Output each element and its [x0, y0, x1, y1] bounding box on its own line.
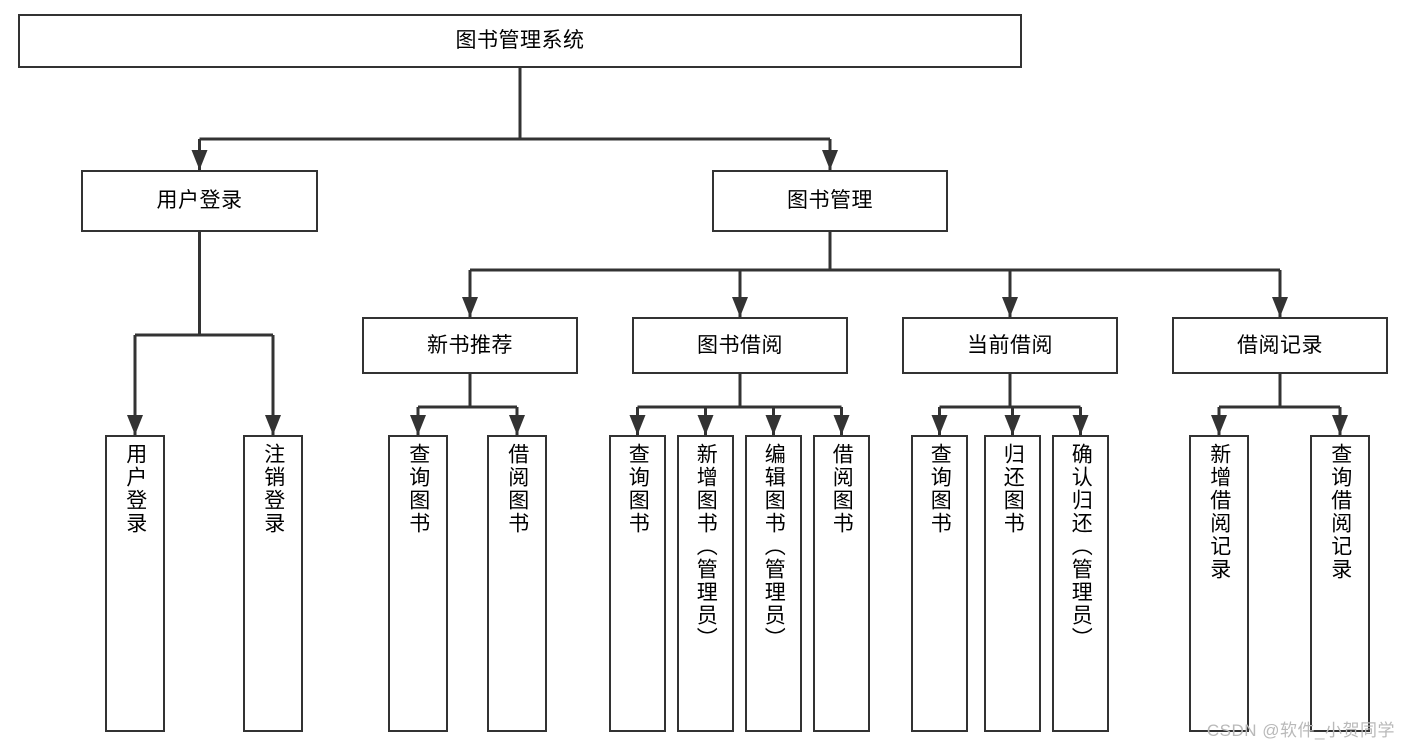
node-leaf-cur-2[interactable]: 归还图书	[984, 435, 1041, 732]
node-label: 借阅图书	[830, 443, 854, 535]
node-leaf-bor-4[interactable]: 借阅图书	[813, 435, 870, 732]
node-label: 新增借阅记录	[1207, 443, 1231, 581]
node-leaf-new-1[interactable]: 查询图书	[388, 435, 448, 732]
node-leaf-login-2[interactable]: 注销登录	[243, 435, 303, 732]
node-leaf-login-1[interactable]: 用户登录	[105, 435, 165, 732]
node-label: 查询图书	[928, 443, 952, 535]
node-label: 查询图书	[626, 443, 650, 535]
node-leaf-new-2[interactable]: 借阅图书	[487, 435, 547, 732]
node-leaf-bor-1[interactable]: 查询图书	[609, 435, 666, 732]
node-newbook[interactable]: 新书推荐	[362, 317, 578, 374]
node-label: 查询借阅记录	[1328, 443, 1352, 581]
node-label: 编辑图书（管理员）	[762, 443, 786, 650]
node-login[interactable]: 用户登录	[81, 170, 318, 232]
node-leaf-bor-3[interactable]: 编辑图书（管理员）	[745, 435, 802, 732]
node-leaf-rec-1[interactable]: 新增借阅记录	[1189, 435, 1249, 732]
node-leaf-cur-3[interactable]: 确认归还（管理员）	[1052, 435, 1109, 732]
node-records[interactable]: 借阅记录	[1172, 317, 1388, 374]
node-label: 归还图书	[1001, 443, 1025, 535]
node-root[interactable]: 图书管理系统	[18, 14, 1022, 68]
node-current[interactable]: 当前借阅	[902, 317, 1118, 374]
node-bookmgmt[interactable]: 图书管理	[712, 170, 948, 232]
node-label: 图书管理系统	[455, 29, 585, 53]
node-label: 借阅图书	[505, 443, 529, 535]
node-label: 用户登录	[123, 443, 147, 535]
node-label: 图书管理	[787, 189, 873, 213]
node-leaf-rec-2[interactable]: 查询借阅记录	[1310, 435, 1370, 732]
node-label: 新书推荐	[427, 333, 513, 357]
node-label: 当前借阅	[967, 333, 1053, 357]
node-label: 确认归还（管理员）	[1069, 443, 1093, 650]
node-label: 注销登录	[261, 443, 285, 535]
node-label: 查询图书	[406, 443, 430, 535]
node-label: 新增图书（管理员）	[694, 443, 718, 650]
node-label: 用户登录	[156, 189, 243, 213]
node-leaf-bor-2[interactable]: 新增图书（管理员）	[677, 435, 734, 732]
node-label: 借阅记录	[1237, 333, 1323, 357]
watermark-text: CSDN @软件_小贺同学	[1206, 721, 1395, 740]
node-borrow[interactable]: 图书借阅	[632, 317, 848, 374]
node-label: 图书借阅	[697, 333, 783, 357]
node-leaf-cur-1[interactable]: 查询图书	[911, 435, 968, 732]
